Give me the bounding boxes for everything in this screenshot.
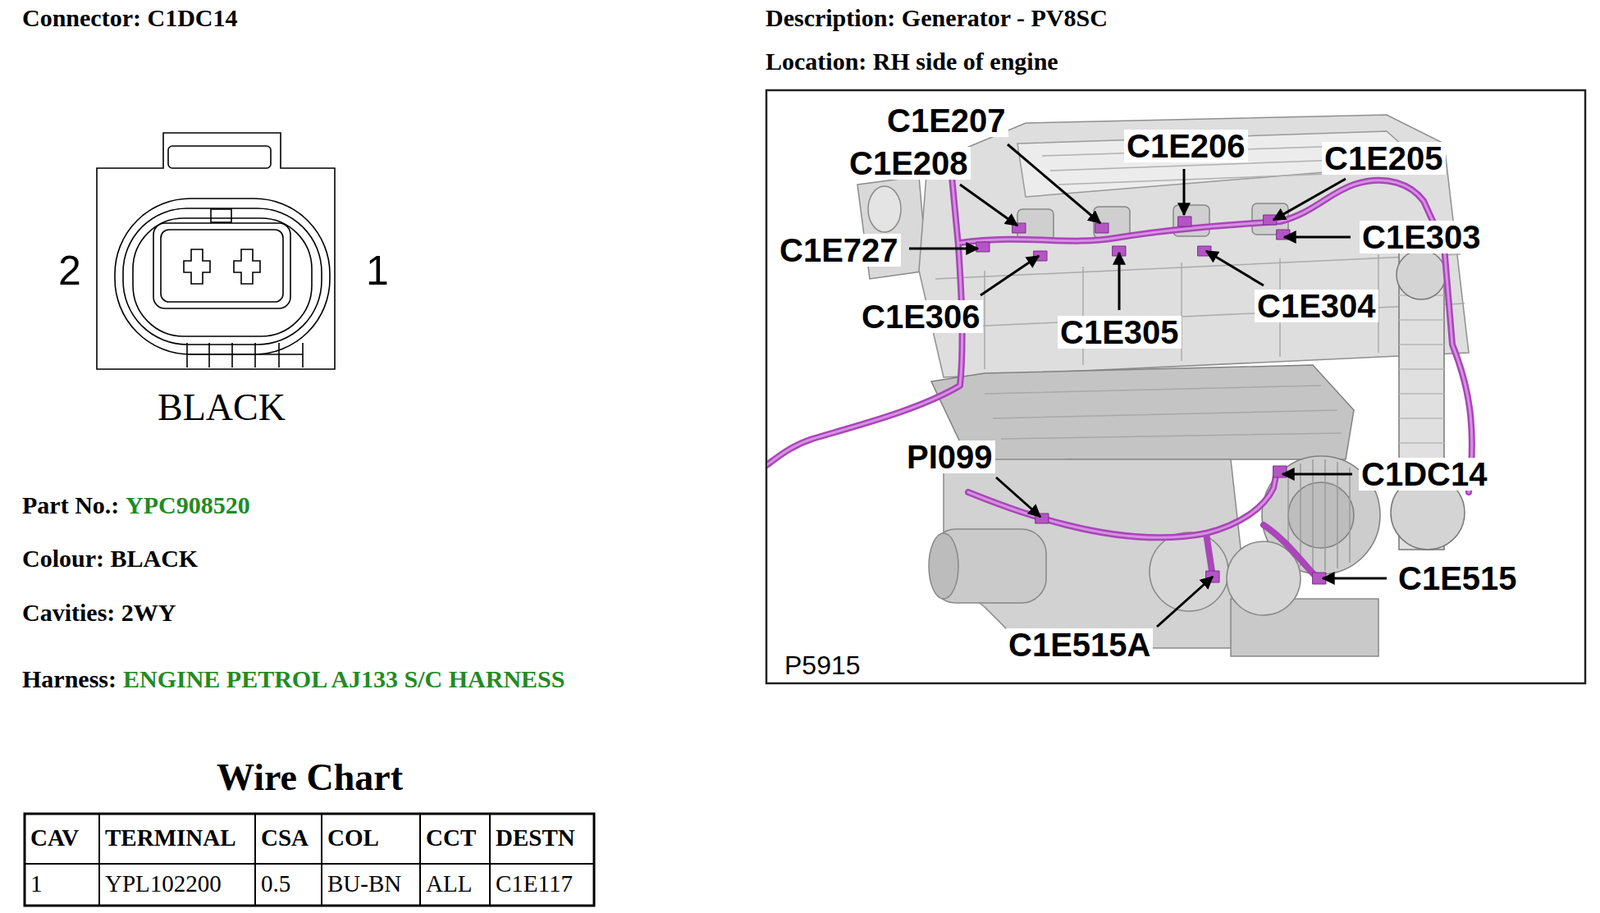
- callout-label: C1E305: [1057, 315, 1182, 349]
- connector-face: [160, 229, 284, 302]
- leader-arrow: [960, 184, 1018, 226]
- connector-face: [123, 208, 322, 345]
- field-text: Cavities: 2WY: [22, 598, 176, 628]
- engine-illustration: [857, 114, 1469, 657]
- leader-arrow: [1118, 252, 1121, 311]
- table-cell: ALL: [425, 871, 472, 898]
- leader-arrow: [1007, 144, 1101, 224]
- callout-label: C1E208: [846, 146, 971, 180]
- wiring-harness: [976, 242, 990, 252]
- engine-illustration: [1226, 541, 1301, 616]
- table-title: Wire Chart: [216, 757, 403, 800]
- wiring-harness: [976, 214, 1326, 585]
- connector-face: [96, 132, 335, 370]
- field-value: YPC908520: [125, 491, 251, 521]
- wiring-harness: [1095, 223, 1109, 234]
- figure-id: P5915: [782, 652, 863, 679]
- engine-illustration: [1288, 482, 1354, 549]
- leader-arrow: [1206, 251, 1264, 286]
- pin-number: 2: [58, 250, 82, 292]
- callout-label: C1E515: [1395, 562, 1520, 595]
- connector-face: [233, 249, 261, 284]
- table-header: TERMINAL: [105, 825, 237, 852]
- pin-number: 1: [365, 250, 389, 292]
- table-header: CAV: [30, 825, 79, 852]
- field-text: Colour: BLACK: [22, 544, 198, 574]
- wiring-harness: [1178, 216, 1192, 227]
- table-cell: YPL102200: [105, 871, 222, 898]
- leader-arrow: [1322, 577, 1387, 581]
- table-cell: 1: [30, 871, 43, 898]
- table-grid: [24, 813, 595, 906]
- connector-face: [168, 146, 271, 169]
- leader-arrow: [1282, 473, 1353, 476]
- callout-label: C1E206: [1124, 129, 1248, 163]
- table-cell: BU-BN: [327, 871, 402, 898]
- leader-arrow: [980, 256, 1039, 296]
- leader-arrow: [909, 247, 979, 251]
- heading-text: Location: RH side of engine: [765, 47, 1059, 77]
- table-grid: [24, 813, 595, 906]
- connector-face: [132, 218, 312, 337]
- table-header: DESTN: [495, 825, 576, 852]
- wiring-harness: [968, 471, 1277, 538]
- callout-label: C1E727: [777, 233, 901, 267]
- wiring-harness: [1197, 246, 1212, 256]
- leader-arrow: [1156, 576, 1213, 627]
- heading-text: Connector: C1DC14: [22, 4, 238, 33]
- figure-frame: [766, 90, 1586, 684]
- table-header: CCT: [425, 825, 476, 852]
- connector-face: [183, 249, 211, 284]
- callout-label: C1E205: [1321, 141, 1446, 175]
- connector-face: [96, 132, 335, 370]
- connector-colour: BLACK: [157, 388, 286, 427]
- callout-label: PI099: [904, 440, 996, 474]
- callout-label: C1E515A: [1005, 628, 1153, 662]
- wiring-harness: [1273, 466, 1287, 478]
- table-header: CSA: [260, 825, 309, 852]
- heading-text: Description: Generator - PV8SC: [765, 4, 1108, 33]
- wiring-harness: [968, 471, 1277, 538]
- leader-arrow: [996, 477, 1041, 517]
- leader-arrow: [1183, 169, 1186, 215]
- engine-illustration: [868, 186, 901, 233]
- table-grid: [24, 813, 595, 906]
- callout-label: C1E303: [1359, 220, 1484, 254]
- wiring-harness: [1206, 525, 1318, 579]
- table-cell: 0.5: [260, 871, 291, 898]
- callout-label: C1E306: [859, 300, 983, 334]
- callout-label: C1E207: [884, 104, 1009, 138]
- table-cell: C1E117: [495, 871, 573, 898]
- field-label: Part No.:: [22, 491, 119, 521]
- callout-label: C1E304: [1254, 289, 1379, 323]
- field-label: Harness:: [22, 665, 117, 695]
- leader-arrow: [909, 144, 1387, 627]
- leader-arrow: [1273, 178, 1346, 220]
- field-value: ENGINE PETROL AJ133 S/C HARNESS: [123, 665, 565, 695]
- connector-face: [187, 342, 303, 368]
- engine-illustration: [935, 254, 1465, 370]
- engine-illustration: [984, 385, 1342, 439]
- callout-label: C1DC14: [1358, 457, 1490, 491]
- table-header: COL: [327, 825, 380, 852]
- connector-face: [153, 223, 291, 309]
- connector-face: [114, 198, 330, 355]
- engine-illustration: [928, 533, 959, 599]
- engine-illustration: [1396, 250, 1446, 300]
- leader-arrow: [1284, 236, 1351, 239]
- connector-face: [210, 209, 232, 223]
